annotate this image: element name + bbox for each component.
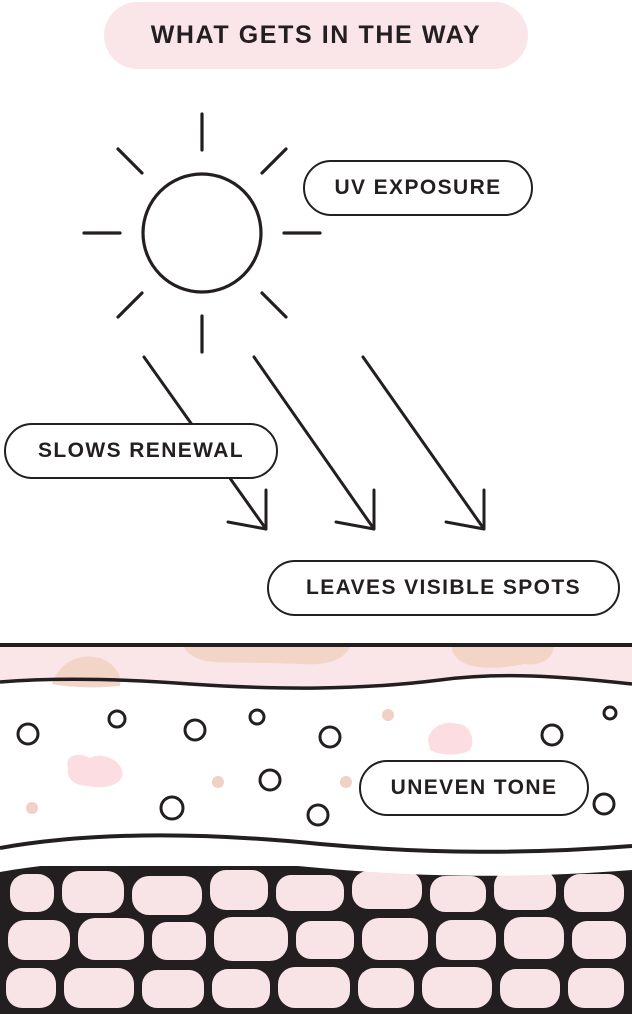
skin-cell (362, 918, 428, 960)
pigment-dot (340, 776, 352, 788)
skin-cell (142, 970, 204, 1008)
skin-cell (430, 876, 486, 912)
skin-cell (214, 917, 288, 961)
skin-cell-layer (0, 859, 632, 1014)
skin-cell (422, 967, 492, 1008)
bubble (159, 795, 185, 821)
skin-cell (212, 969, 270, 1008)
skin-cell (8, 920, 70, 960)
pigment-dot (212, 776, 224, 788)
skin-cell (62, 871, 124, 913)
skin-cell (278, 967, 350, 1008)
pink-blob (428, 722, 473, 755)
sun-icon (82, 112, 322, 354)
skin-cell (494, 870, 556, 910)
skin-cell (568, 968, 624, 1008)
epidermis-layer (0, 643, 632, 690)
label-uneven-tone: UNEVEN TONE (359, 760, 589, 816)
bubble (183, 718, 207, 742)
bubble (248, 708, 266, 726)
bubble (258, 768, 282, 792)
skin-cell (500, 969, 560, 1008)
dermis-layer (0, 705, 632, 854)
skin-cell (564, 874, 624, 912)
pigment-dot (26, 802, 38, 814)
skin-cell (78, 918, 144, 960)
bubble (592, 792, 616, 816)
diagram-title: WHAT GETS IN THE WAY (104, 2, 528, 69)
pigment-spot (184, 647, 350, 665)
bubble (318, 725, 342, 749)
skin-cell (6, 968, 56, 1008)
label-leaves-visible-spots: LEAVES VISIBLE SPOTS (267, 560, 620, 616)
skin-cell (436, 920, 496, 960)
bubble (306, 803, 330, 827)
skin-cell (152, 922, 206, 960)
pigment-spot (452, 647, 554, 668)
skin-cell (352, 871, 422, 909)
skin-cell (504, 917, 564, 959)
skin-cell (276, 875, 344, 911)
bubble (602, 705, 618, 721)
skin-cell (296, 921, 354, 959)
skin-cell (10, 874, 54, 912)
bubble (16, 722, 40, 746)
label-uv-exposure: UV EXPOSURE (303, 160, 533, 216)
skin-cell (358, 968, 414, 1008)
skin-cell (132, 876, 202, 915)
bubble (540, 723, 564, 747)
label-slows-renewal: SLOWS RENEWAL (4, 423, 278, 479)
skin-cell (64, 968, 134, 1008)
uv-ray-arrow (361, 355, 486, 531)
pigment-dot (382, 709, 394, 721)
skin-cell (572, 921, 626, 959)
uv-ray-arrow (252, 355, 376, 531)
bubble (107, 709, 127, 729)
pink-blob (67, 754, 123, 788)
skin-cell (210, 870, 268, 910)
